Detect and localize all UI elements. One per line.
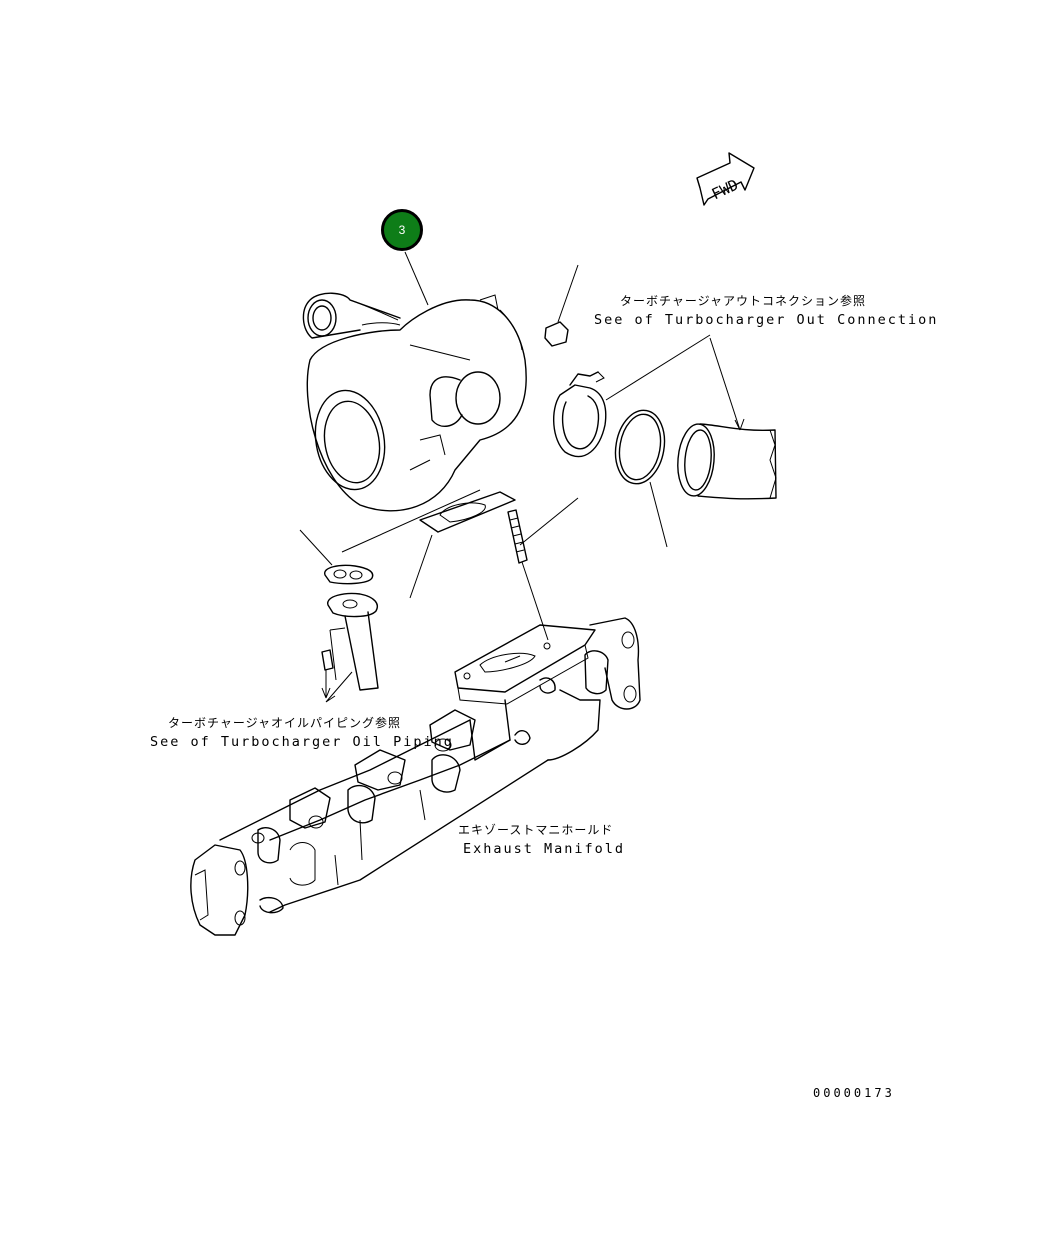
turbocharger-drawing: [302, 251, 527, 512]
clamp-drawing: [552, 334, 711, 458]
callout-number: 3: [398, 223, 406, 237]
manifold-label-jp: エキゾーストマニホールド: [458, 823, 614, 837]
exhaust-manifold-drawing: [190, 617, 641, 936]
out-connection-label-en[interactable]: See of Turbocharger Out Connection: [594, 312, 939, 328]
turbo-gasket-drawing: [409, 491, 516, 599]
callout-3[interactable]: 3: [381, 209, 423, 251]
nut-drawing: [544, 264, 579, 347]
out-pipe-drawing: [677, 337, 777, 500]
oil-piping-label-jp: ターボチャージャオイルパイピング参照: [168, 716, 402, 730]
stud-drawing: [507, 497, 579, 641]
manifold-label-en[interactable]: Exhaust Manifold: [463, 841, 626, 857]
oil-piping-label-en[interactable]: See of Turbocharger Oil Piping: [150, 734, 454, 750]
forward-arrow-icon: FWD: [696, 152, 755, 206]
ring-drawing: [614, 409, 668, 548]
oil-flange-drawing: [299, 489, 481, 703]
fwd-text: FWD: [709, 176, 741, 204]
out-connection-label-jp: ターボチャージャアウトコネクション参照: [620, 294, 867, 308]
drawing-number: 00000173: [813, 1086, 895, 1100]
